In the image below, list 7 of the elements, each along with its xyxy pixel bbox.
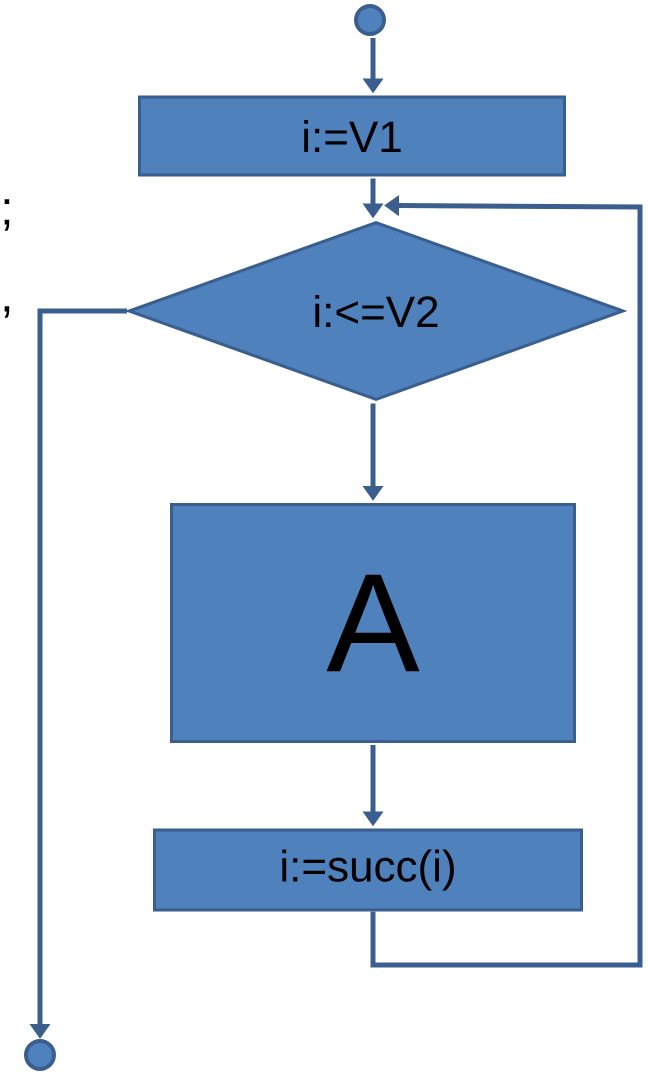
punctuation-mark: ,: [4, 306, 10, 318]
process-box: i:=V1: [138, 95, 566, 177]
punctuation-mark: ;: [4, 199, 10, 231]
end-circle: [24, 1039, 56, 1071]
start-circle: [354, 4, 386, 36]
process-box: A: [170, 503, 576, 743]
process-box: i:=succ(i): [153, 828, 583, 912]
